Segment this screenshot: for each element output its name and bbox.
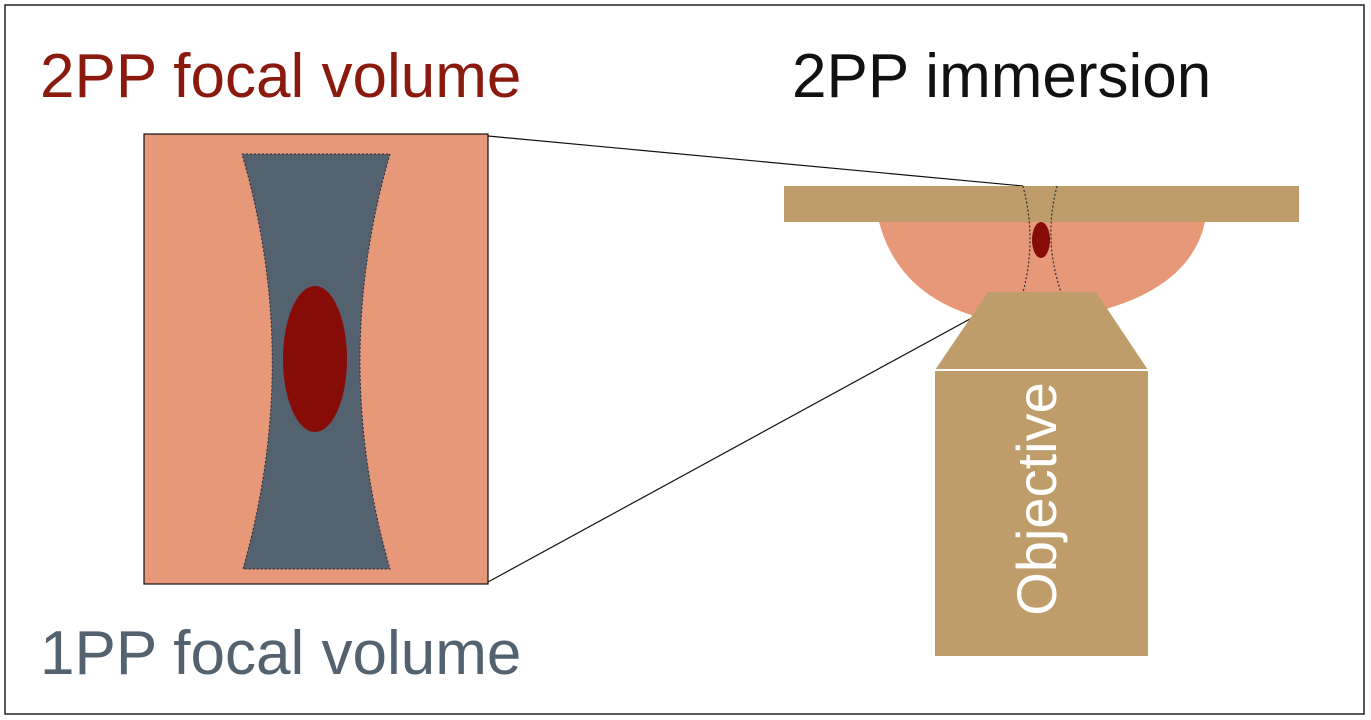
one-pp-focal-volume-label: 1PP focal volume (40, 619, 521, 688)
zoom-inset (143, 133, 489, 585)
zoom-connector-bottom (487, 289, 1024, 583)
sample-slide (784, 186, 1299, 222)
objective-lens-head (935, 292, 1148, 370)
two-pp-focal-volume-title: 2PP focal volume (40, 42, 521, 111)
immersion-setup: Objective (784, 185, 1299, 656)
two-pp-focal-volume-ellipse (283, 286, 347, 432)
immersion-droplet (879, 222, 1205, 322)
objective-label: Objective (1005, 382, 1068, 615)
objective-body (935, 370, 1148, 656)
zoom-connector-top (487, 135, 1024, 187)
two-pp-immersion-title: 2PP immersion (792, 42, 1211, 111)
two-pp-focal-spot (1032, 222, 1050, 258)
beam-outline-right (1050, 185, 1062, 293)
